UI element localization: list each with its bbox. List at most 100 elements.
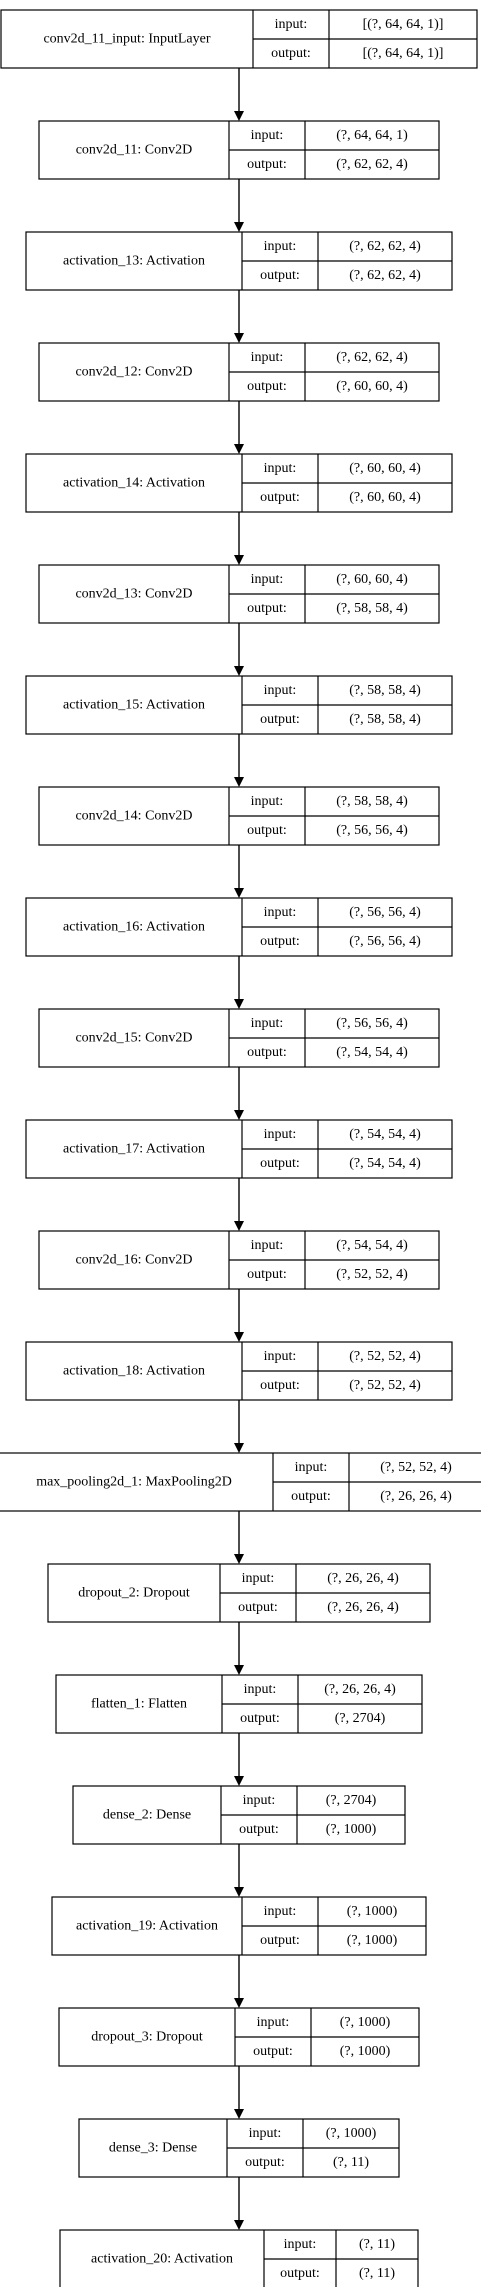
layer-name: activation_19: Activation [76,1919,218,1934]
output-shape: (?, 60, 60, 4) [349,490,421,505]
arrowhead-icon [234,1554,244,1564]
input-shape: (?, 62, 62, 4) [336,350,408,365]
output-label: output: [247,601,287,616]
output-shape: (?, 58, 58, 4) [349,712,421,727]
arrowhead-icon [234,1221,244,1231]
connection-arrow [234,290,244,343]
output-shape: (?, 2704) [335,1711,386,1726]
arrowhead-icon [234,333,244,343]
output-shape: (?, 1000) [326,1822,377,1837]
input-shape: (?, 52, 52, 4) [349,1349,421,1364]
layer-name: activation_18: Activation [63,1364,205,1379]
layer-node: activation_16: Activationinput:output:(?… [25,897,453,957]
output-label: output: [238,1600,278,1615]
input-label: input: [242,1571,275,1586]
input-shape: (?, 11) [359,2237,395,2252]
input-shape: (?, 60, 60, 4) [336,572,408,587]
input-shape: (?, 58, 58, 4) [336,794,408,809]
connection-arrow [234,1178,244,1231]
output-label: output: [253,2044,293,2059]
layer-node: activation_20: Activationinput:output:(?… [59,2229,419,2287]
output-label: output: [291,1489,331,1504]
arrowhead-icon [234,888,244,898]
layer-name: dropout_3: Dropout [91,2030,203,2045]
output-label: output: [247,157,287,172]
output-label: output: [247,823,287,838]
input-label: input: [251,572,284,587]
connection-arrow [234,1400,244,1453]
output-label: output: [260,1933,300,1948]
output-shape: (?, 58, 58, 4) [336,601,408,616]
output-shape: (?, 62, 62, 4) [336,157,408,172]
input-shape: (?, 26, 26, 4) [324,1682,396,1697]
output-shape: (?, 11) [359,2266,395,2281]
layer-node: activation_15: Activationinput:output:(?… [25,675,453,735]
output-shape: (?, 1000) [340,2044,391,2059]
output-label: output: [245,2155,285,2170]
input-shape: (?, 58, 58, 4) [349,683,421,698]
connection-arrow [234,845,244,898]
connection-arrow [234,1844,244,1897]
arrowhead-icon [234,111,244,121]
layer-node: max_pooling2d_1: MaxPooling2Dinput:outpu… [0,1452,481,1512]
input-label: input: [264,905,297,920]
arrowhead-icon [234,999,244,1009]
connection-arrow [234,1511,244,1564]
connection-arrow [234,2066,244,2119]
input-label: input: [295,1460,328,1475]
layer-name: activation_13: Activation [63,254,205,269]
output-label: output: [240,1711,280,1726]
layer-name: conv2d_15: Conv2D [75,1031,192,1046]
output-label: output: [239,1822,279,1837]
layer-name: dense_2: Dense [103,1808,191,1823]
output-label: output: [260,268,300,283]
arrowhead-icon [234,444,244,454]
input-shape: (?, 54, 54, 4) [349,1127,421,1142]
input-label: input: [264,1904,297,1919]
output-label: output: [260,1378,300,1393]
arrowhead-icon [234,1110,244,1120]
connection-arrow [234,1955,244,2008]
input-shape: (?, 1000) [340,2015,391,2030]
output-label: output: [247,1045,287,1060]
arrowhead-icon [234,1887,244,1897]
connection-arrow [234,2177,244,2230]
connection-arrow [234,68,244,121]
input-shape: (?, 2704) [326,1793,377,1808]
input-label: input: [264,683,297,698]
connection-arrow [234,623,244,676]
input-label: input: [264,461,297,476]
layer-node: activation_18: Activationinput:output:(?… [25,1341,453,1401]
layer-node: activation_14: Activationinput:output:(?… [25,453,453,513]
input-label: input: [264,239,297,254]
input-label: input: [284,2237,317,2252]
input-label: input: [249,2126,282,2141]
layer-name: conv2d_12: Conv2D [75,365,192,380]
connection-arrow [234,1733,244,1786]
output-label: output: [260,490,300,505]
input-shape: (?, 26, 26, 4) [327,1571,399,1586]
layer-node: activation_13: Activation input: output: (?… [25,231,453,291]
layer-node: dropout_3: Dropout input: output: (?, 1000)… [58,2007,420,2067]
output-shape: (?, 52, 52, 4) [336,1267,408,1282]
input-label: input: [251,1238,284,1253]
input-shape: (?, 62, 62, 4) [349,239,421,254]
output-label: output: [271,46,311,61]
connection-arrow [234,734,244,787]
input-label: input: [251,128,284,143]
arrowhead-icon [234,555,244,565]
arrowhead-icon [234,1443,244,1453]
input-shape: (?, 1000) [326,2126,377,2141]
layer-node: dense_2: Dense input: output: (?, 2704) (?, … [72,1785,406,1845]
input-label: input: [243,1793,276,1808]
input-label: input: [257,2015,290,2030]
input-shape: (?, 52, 52, 4) [380,1460,452,1475]
input-shape: (?, 64, 64, 1) [336,128,408,143]
